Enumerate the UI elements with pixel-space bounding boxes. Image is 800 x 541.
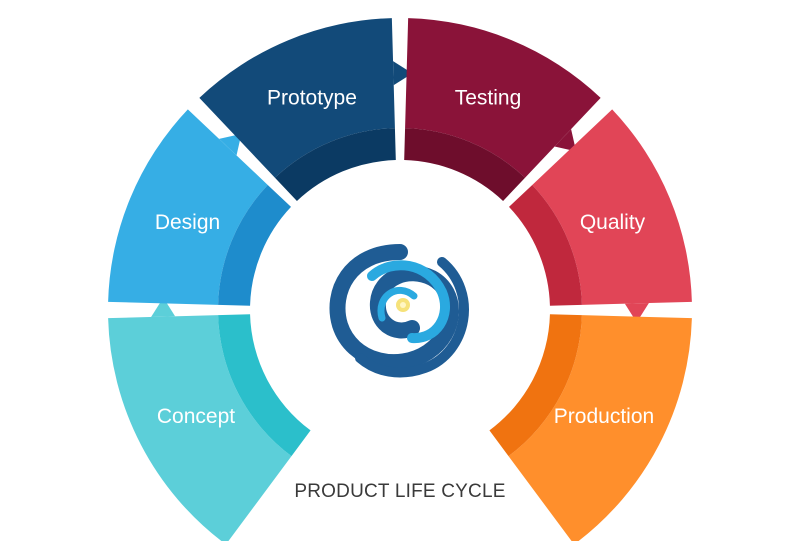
- segment-quality-inner: [508, 184, 582, 306]
- segment-quality: [508, 109, 692, 323]
- segment-design-outer: [108, 109, 268, 305]
- segment-quality-outer: [532, 109, 692, 305]
- segment-label-testing: Testing: [455, 87, 522, 110]
- segment-testing: [404, 18, 601, 202]
- segment-concept-arrow: [151, 297, 176, 317]
- segment-design: [108, 109, 292, 306]
- segment-label-concept: Concept: [157, 405, 235, 428]
- segment-testing-arrow: [554, 129, 577, 152]
- segment-quality-arrow: [624, 303, 649, 323]
- segment-production-outer: [508, 315, 692, 541]
- segment-design-arrow: [219, 133, 242, 156]
- segment-label-design: Design: [155, 211, 220, 234]
- segment-concept-inner: [218, 314, 311, 457]
- segment-production: [489, 314, 692, 541]
- segment-label-quality: Quality: [580, 211, 646, 234]
- spiral-logo-icon: [329, 234, 469, 378]
- segment-prototype-inner: [274, 128, 396, 202]
- segment-label-production: Production: [554, 405, 654, 428]
- segment-prototype-outer: [199, 18, 395, 178]
- segment-testing-inner: [404, 128, 526, 202]
- segment-concept: [108, 297, 311, 541]
- segment-prototype-arrow: [393, 61, 413, 86]
- segment-design-inner: [218, 184, 292, 306]
- cycle-labels: Concept Design Prototype TestingQualityProd…: [155, 87, 654, 429]
- diagram-caption: PRODUCT LIFE CYCLE: [294, 481, 505, 502]
- segment-label-prototype: Prototype: [267, 87, 357, 110]
- segment-testing-outer: [405, 18, 601, 178]
- segment-concept-outer: [108, 315, 292, 541]
- segment-production-inner: [489, 314, 582, 457]
- cycle-segments: [108, 18, 692, 541]
- segment-prototype: [199, 18, 413, 202]
